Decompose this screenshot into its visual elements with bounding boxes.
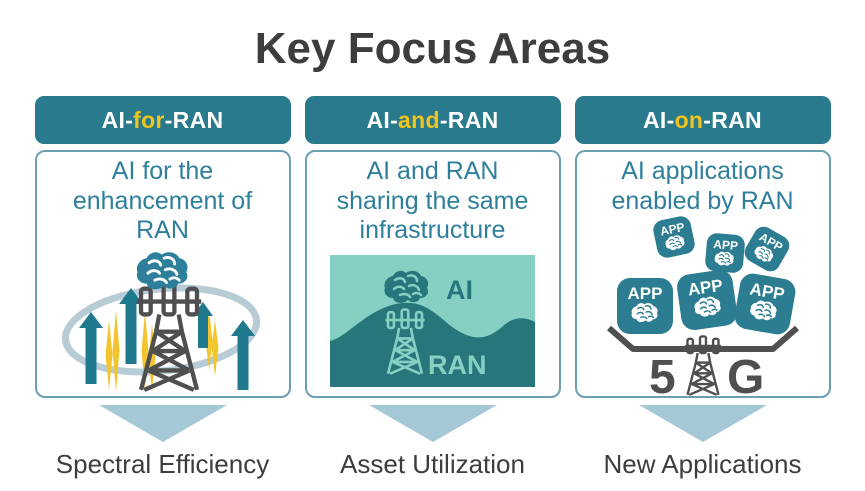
- column-ai-for-ran: AI-for-RAN AI for the enhancement of RAN: [34, 96, 291, 480]
- header-suffix: -RAN: [164, 106, 224, 133]
- card-ai-on-ran: AI applications enabled by RAN APP APP: [574, 150, 831, 398]
- down-arrow: [368, 405, 497, 442]
- 5g-right: G: [727, 351, 764, 396]
- app-tile: APP: [676, 270, 737, 330]
- ran-label: RAN: [428, 350, 487, 380]
- header-highlight: for: [133, 106, 165, 133]
- card-description: AI for the enhancement of RAN: [72, 157, 253, 244]
- outcome-label: New Applications: [603, 449, 802, 479]
- outcome-label: Asset Utilization: [340, 449, 525, 479]
- page-title: Key Focus Areas: [254, 24, 611, 73]
- header-prefix: AI-: [366, 106, 399, 133]
- header-highlight: on: [674, 106, 704, 133]
- card-description: AI and RAN sharing the same infrastructu…: [336, 157, 529, 244]
- down-arrow: [638, 405, 767, 442]
- wave-shape: [330, 302, 535, 387]
- app-tile: APP: [744, 226, 789, 272]
- header-highlight: and: [398, 106, 440, 133]
- 5g-tower-icon: [683, 334, 722, 396]
- header-suffix: -RAN: [439, 106, 499, 133]
- header-ai-for-ran: AI-for-RAN: [34, 96, 291, 144]
- app-tile: APP: [704, 233, 745, 273]
- outcome-label: Spectral Efficiency: [55, 449, 270, 479]
- svg-text:APP: APP: [712, 237, 738, 253]
- brain-icon: [134, 250, 189, 291]
- app-tiles-5g-icon: APP APP APP: [606, 216, 799, 396]
- header-ai-on-ran: AI-on-RAN: [574, 96, 831, 144]
- svg-text:APP: APP: [658, 220, 685, 239]
- column-ai-on-ran: AI-on-RAN AI applications enabled by RAN…: [574, 96, 831, 480]
- 5g-left: 5: [649, 351, 676, 396]
- card-description: AI applications enabled by RAN: [611, 157, 794, 215]
- tray-shape: [606, 325, 799, 352]
- app-tile: APP: [652, 216, 695, 258]
- card-ai-and-ran: AI and RAN sharing the same infrastructu…: [304, 150, 561, 398]
- header-prefix: AI-: [643, 106, 675, 133]
- header-suffix: -RAN: [703, 106, 762, 133]
- app-tile: APP: [734, 273, 795, 335]
- header-ai-and-ran: AI-and-RAN: [304, 96, 561, 144]
- ai-label: AI: [446, 275, 473, 305]
- header-prefix: AI-: [101, 106, 134, 133]
- svg-text:APP: APP: [627, 284, 662, 303]
- card-ai-for-ran: AI for the enhancement of RAN: [34, 150, 291, 398]
- column-ai-and-ran: AI-and-RAN AI and RAN sharing the same i…: [304, 96, 561, 480]
- columns-row: AI-for-RAN AI for the enhancement of RAN: [0, 96, 865, 480]
- svg-text:APP: APP: [686, 276, 723, 300]
- down-arrow: [98, 405, 227, 442]
- spectral-efficiency-icon: [61, 250, 260, 392]
- app-tile: APP: [616, 278, 673, 334]
- shared-infrastructure-icon: AI RAN: [330, 254, 535, 387]
